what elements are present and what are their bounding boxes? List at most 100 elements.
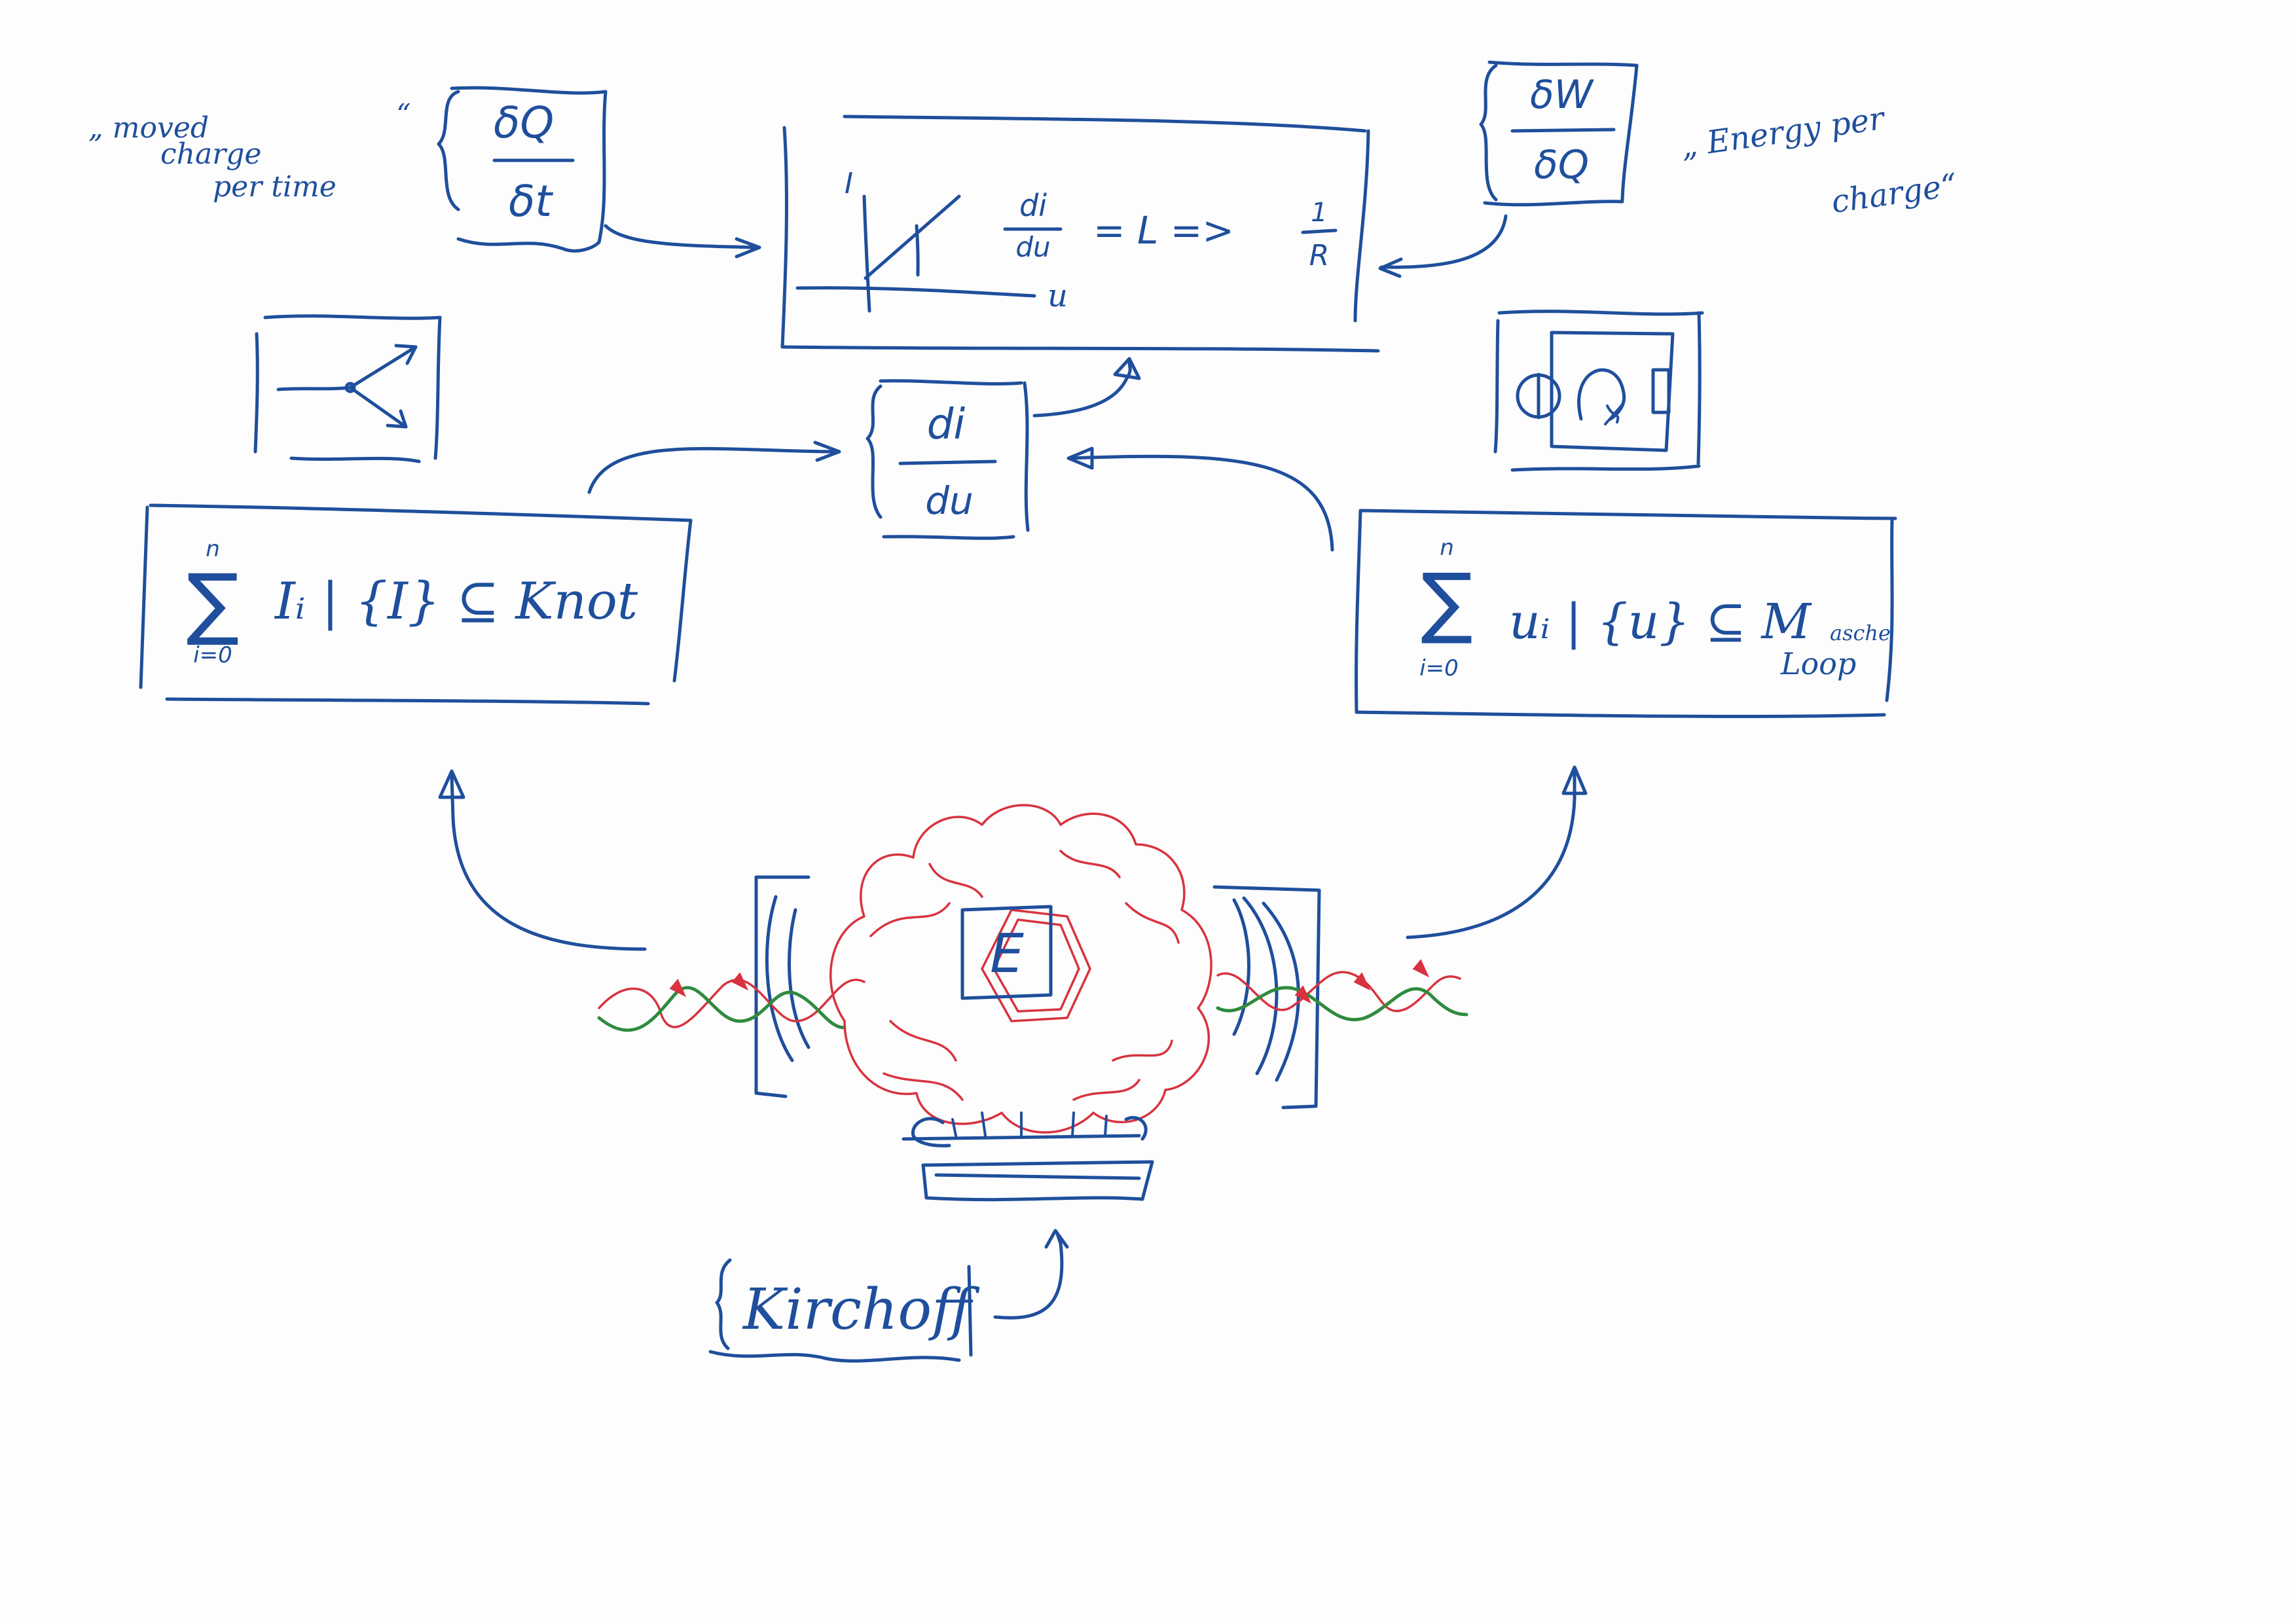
left-field-line-2 [787,908,811,1049]
inverse-bar [1301,228,1338,234]
pedestal-plate [921,1160,1154,1167]
loop-wire [1550,331,1675,452]
loop-mark-icon [1604,403,1624,425]
equals-l-arrow: = L => [1093,208,1234,253]
helix-strand-red-left [598,979,866,1028]
arrow-head-icon [438,769,465,799]
arrow-head-icon [735,237,761,259]
left-border [253,332,259,454]
moved-charge-close-quote: “ [396,98,411,132]
right-rule-subscript2: Loop [1780,646,1856,681]
left-brace-icon [437,90,460,211]
energy-cloud [829,804,1212,1134]
hexagon-outer [981,909,1091,1022]
axis-label-i: I [845,167,853,200]
arrow-current-to-center [604,224,755,249]
arrow-head-icon [1561,765,1588,795]
box-top [149,503,693,522]
left-sum-symbol: ∑ [187,558,240,649]
right-sum-bottom: i=0 [1419,655,1459,681]
bottom-border [289,456,421,463]
box-top [1360,509,1897,520]
node-wire-in [276,386,352,391]
right-border [967,1265,973,1357]
loop-symbol-box [1493,310,1704,472]
moved-charge-line2: charge [160,137,261,171]
voltage-law-box: n ∑ i=0 uᵢ | {u} ⊆ M asche Loop [1355,509,1897,719]
arrow-head-icon [813,441,841,462]
kirchhoff-text: Kirchoff [742,1277,980,1343]
core-letter: E [990,923,1024,985]
arrow-label-to-core [993,1232,1064,1320]
pedestal-right-curl [1124,1115,1148,1141]
fraction-bar [898,460,997,465]
box-left [780,126,788,349]
left-sum-top: n [206,536,220,562]
right-rule-text: uᵢ | {u} ⊆ M [1509,594,1812,650]
energy-fraction: δW δQ [1479,60,1639,207]
arrow-energy-to-center [1379,214,1508,269]
arrow-head-icon [1066,446,1094,470]
bottom-border [1483,200,1624,207]
wavy-underline [708,1350,961,1363]
graph-y-axis [862,194,871,313]
box-left [139,505,149,689]
left-field-line-1 [765,895,794,1062]
graph-line [864,194,961,280]
arrow-head-icon [1378,257,1403,278]
helix-strand-green-right [1216,986,1468,1022]
inverse-den: R [1309,239,1330,272]
left-brace-icon [1479,63,1498,202]
moved-charge-line3: per time [213,170,337,204]
right-field-line-1 [1242,896,1279,1075]
moved-charge-line1: „ moved [88,111,209,145]
helix-strand-green-left [597,986,847,1032]
axis-label-u: u [1048,278,1068,314]
current-denominator: δt [509,176,553,226]
box-bottom [1355,710,1886,719]
current-numerator: δQ [494,98,554,148]
node-symbol-box [253,314,442,463]
left-bracket [754,875,811,1098]
inverse-num: 1 [1311,198,1327,228]
pedestal-base [921,1160,1154,1202]
left-brace-icon [866,384,883,519]
energy-denominator: δQ [1534,142,1589,188]
node-wire-out-2 [348,386,408,429]
energy-note-line1: „ Energy per [1679,99,1888,164]
mid-fraction: di du [866,379,1030,540]
bottom-border [882,535,1015,540]
arrow-head-icon [386,409,408,429]
left-brace-icon [715,1258,732,1350]
arrow-right-to-mid [1068,454,1334,552]
top-border [1487,60,1639,67]
left-border [1493,319,1500,454]
current-fraction: δQ δt [437,86,608,253]
right-border [1696,311,1702,465]
helix-fill-marks [669,959,1430,1004]
arrow-head-icon [1113,357,1141,380]
kirchhoff-core: E [597,804,1468,1202]
bottom-border [1510,464,1701,472]
energy-note-line2: charge“ [1829,167,1959,221]
mid-numerator: di [927,401,966,449]
box-top [843,115,1367,133]
pedestal-legs [951,1111,1108,1137]
arrow-core-to-right [1406,770,1576,939]
top-border [1497,310,1704,316]
pedestal-top [902,1134,1141,1141]
right-border [1620,63,1639,202]
right-rule-subscript: asche [1830,621,1891,645]
ohm-law-box: I u di du = L => 1 R [780,115,1380,353]
cloud-swirls [869,850,1180,1101]
helix-strand-red-right [1216,971,1461,1013]
current-law-box: n ∑ i=0 Iᵢ | {I} ⊆ Knot [139,503,693,706]
center-frac-num: di [1019,188,1047,223]
moved-charge-note: „ moved charge per time “ [88,98,411,204]
kirchhoff-label: Kirchoff [708,1258,980,1363]
graph-tick [915,224,920,277]
box-right [1885,518,1894,702]
node-dot-icon [344,382,356,393]
